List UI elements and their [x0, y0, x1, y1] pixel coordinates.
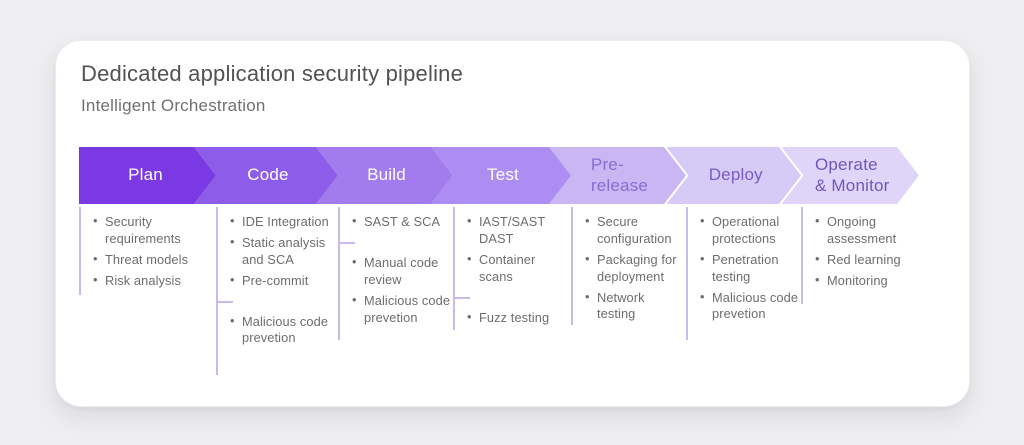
- stage-details-test: IAST/SAST DAST Container scans Fuzz test…: [453, 207, 567, 330]
- list-item: Ongoing assessment: [814, 213, 931, 248]
- stage-arrow-operate-monitor: Operate & Monitor: [782, 147, 920, 204]
- stage-details-pre-release: Secure configuration Packaging for deplo…: [571, 207, 685, 325]
- group-divider: [218, 300, 233, 303]
- list-item: Threat models: [92, 251, 193, 269]
- bullet-group: Security requirements Threat models Risk…: [92, 213, 193, 290]
- list-item: Network testing: [584, 289, 685, 324]
- stage-arrow-code: Code: [194, 147, 338, 204]
- list-item: Manual code review: [351, 254, 452, 289]
- list-item: IDE Integration: [229, 213, 330, 231]
- list-item: Fuzz testing: [466, 309, 567, 327]
- list-item: Operational protections: [699, 213, 800, 248]
- list-item: Malicious code prevetion: [699, 289, 800, 324]
- list-item: Malicious code prevetion: [229, 313, 330, 348]
- stage-arrow-test: Test: [431, 147, 571, 204]
- stage-label-build: Build: [367, 165, 406, 185]
- stage-label-plan: Plan: [128, 165, 163, 185]
- list-item: SAST & SCA: [351, 213, 452, 231]
- stage-details-build: SAST & SCA Manual code review Malicious …: [338, 207, 452, 340]
- stage-arrow-deploy: Deploy: [667, 147, 802, 204]
- stage-details-operate-monitor: Ongoing assessment Red learning Monitori…: [801, 207, 931, 304]
- bullet-group: SAST & SCA: [351, 213, 452, 231]
- page-title: Dedicated application security pipeline: [81, 61, 464, 86]
- bullet-group: IDE Integration Static analysis and SCA …: [229, 213, 330, 290]
- stage-label-pre-release: Pre- release: [590, 155, 649, 195]
- group-divider: [340, 241, 355, 244]
- list-item: Pre-commit: [229, 272, 330, 290]
- list-item: Monitoring: [814, 272, 931, 290]
- list-item: Static analysis and SCA: [229, 234, 330, 269]
- list-item: Secure configuration: [584, 213, 685, 248]
- stage-label-deploy: Deploy: [708, 165, 763, 185]
- bullet-group: IAST/SAST DAST Container scans: [466, 213, 567, 286]
- bullet-group: Fuzz testing: [466, 309, 567, 327]
- page-subtitle: Intelligent Orchestration: [81, 96, 266, 115]
- stage-details-code: IDE Integration Static analysis and SCA …: [216, 207, 330, 375]
- list-item: Red learning: [814, 251, 931, 269]
- bullet-group: Ongoing assessment Red learning Monitori…: [814, 213, 931, 290]
- list-item: Security requirements: [92, 213, 193, 248]
- pipeline-arrows: Plan Code Build Test Pre- release Deploy…: [79, 147, 921, 204]
- stage-arrow-plan: Plan: [79, 147, 216, 204]
- stage-details-plan: Security requirements Threat models Risk…: [79, 207, 193, 295]
- list-item: Container scans: [466, 251, 567, 286]
- list-item: Penetration testing: [699, 251, 800, 286]
- stage-label-code: Code: [247, 165, 289, 185]
- list-item: Malicious code prevetion: [351, 292, 452, 327]
- stage-arrow-build: Build: [316, 147, 453, 204]
- pipeline-card: Dedicated application security pipeline …: [55, 40, 970, 407]
- stage-label-test: Test: [487, 165, 519, 185]
- bullet-group: Secure configuration Packaging for deplo…: [584, 213, 685, 324]
- bullet-group: Operational protections Penetration test…: [699, 213, 800, 324]
- bullet-group: Manual code review Malicious code prevet…: [351, 254, 452, 327]
- group-divider: [455, 296, 470, 299]
- list-item: IAST/SAST DAST: [466, 213, 567, 248]
- list-item: Packaging for deployment: [584, 251, 685, 286]
- bullet-group: Malicious code prevetion: [229, 313, 330, 348]
- list-item: Risk analysis: [92, 272, 193, 290]
- stage-label-operate-monitor: Operate & Monitor: [814, 155, 890, 195]
- stage-details-deploy: Operational protections Penetration test…: [686, 207, 800, 340]
- stage-arrow-pre-release: Pre- release: [549, 147, 686, 204]
